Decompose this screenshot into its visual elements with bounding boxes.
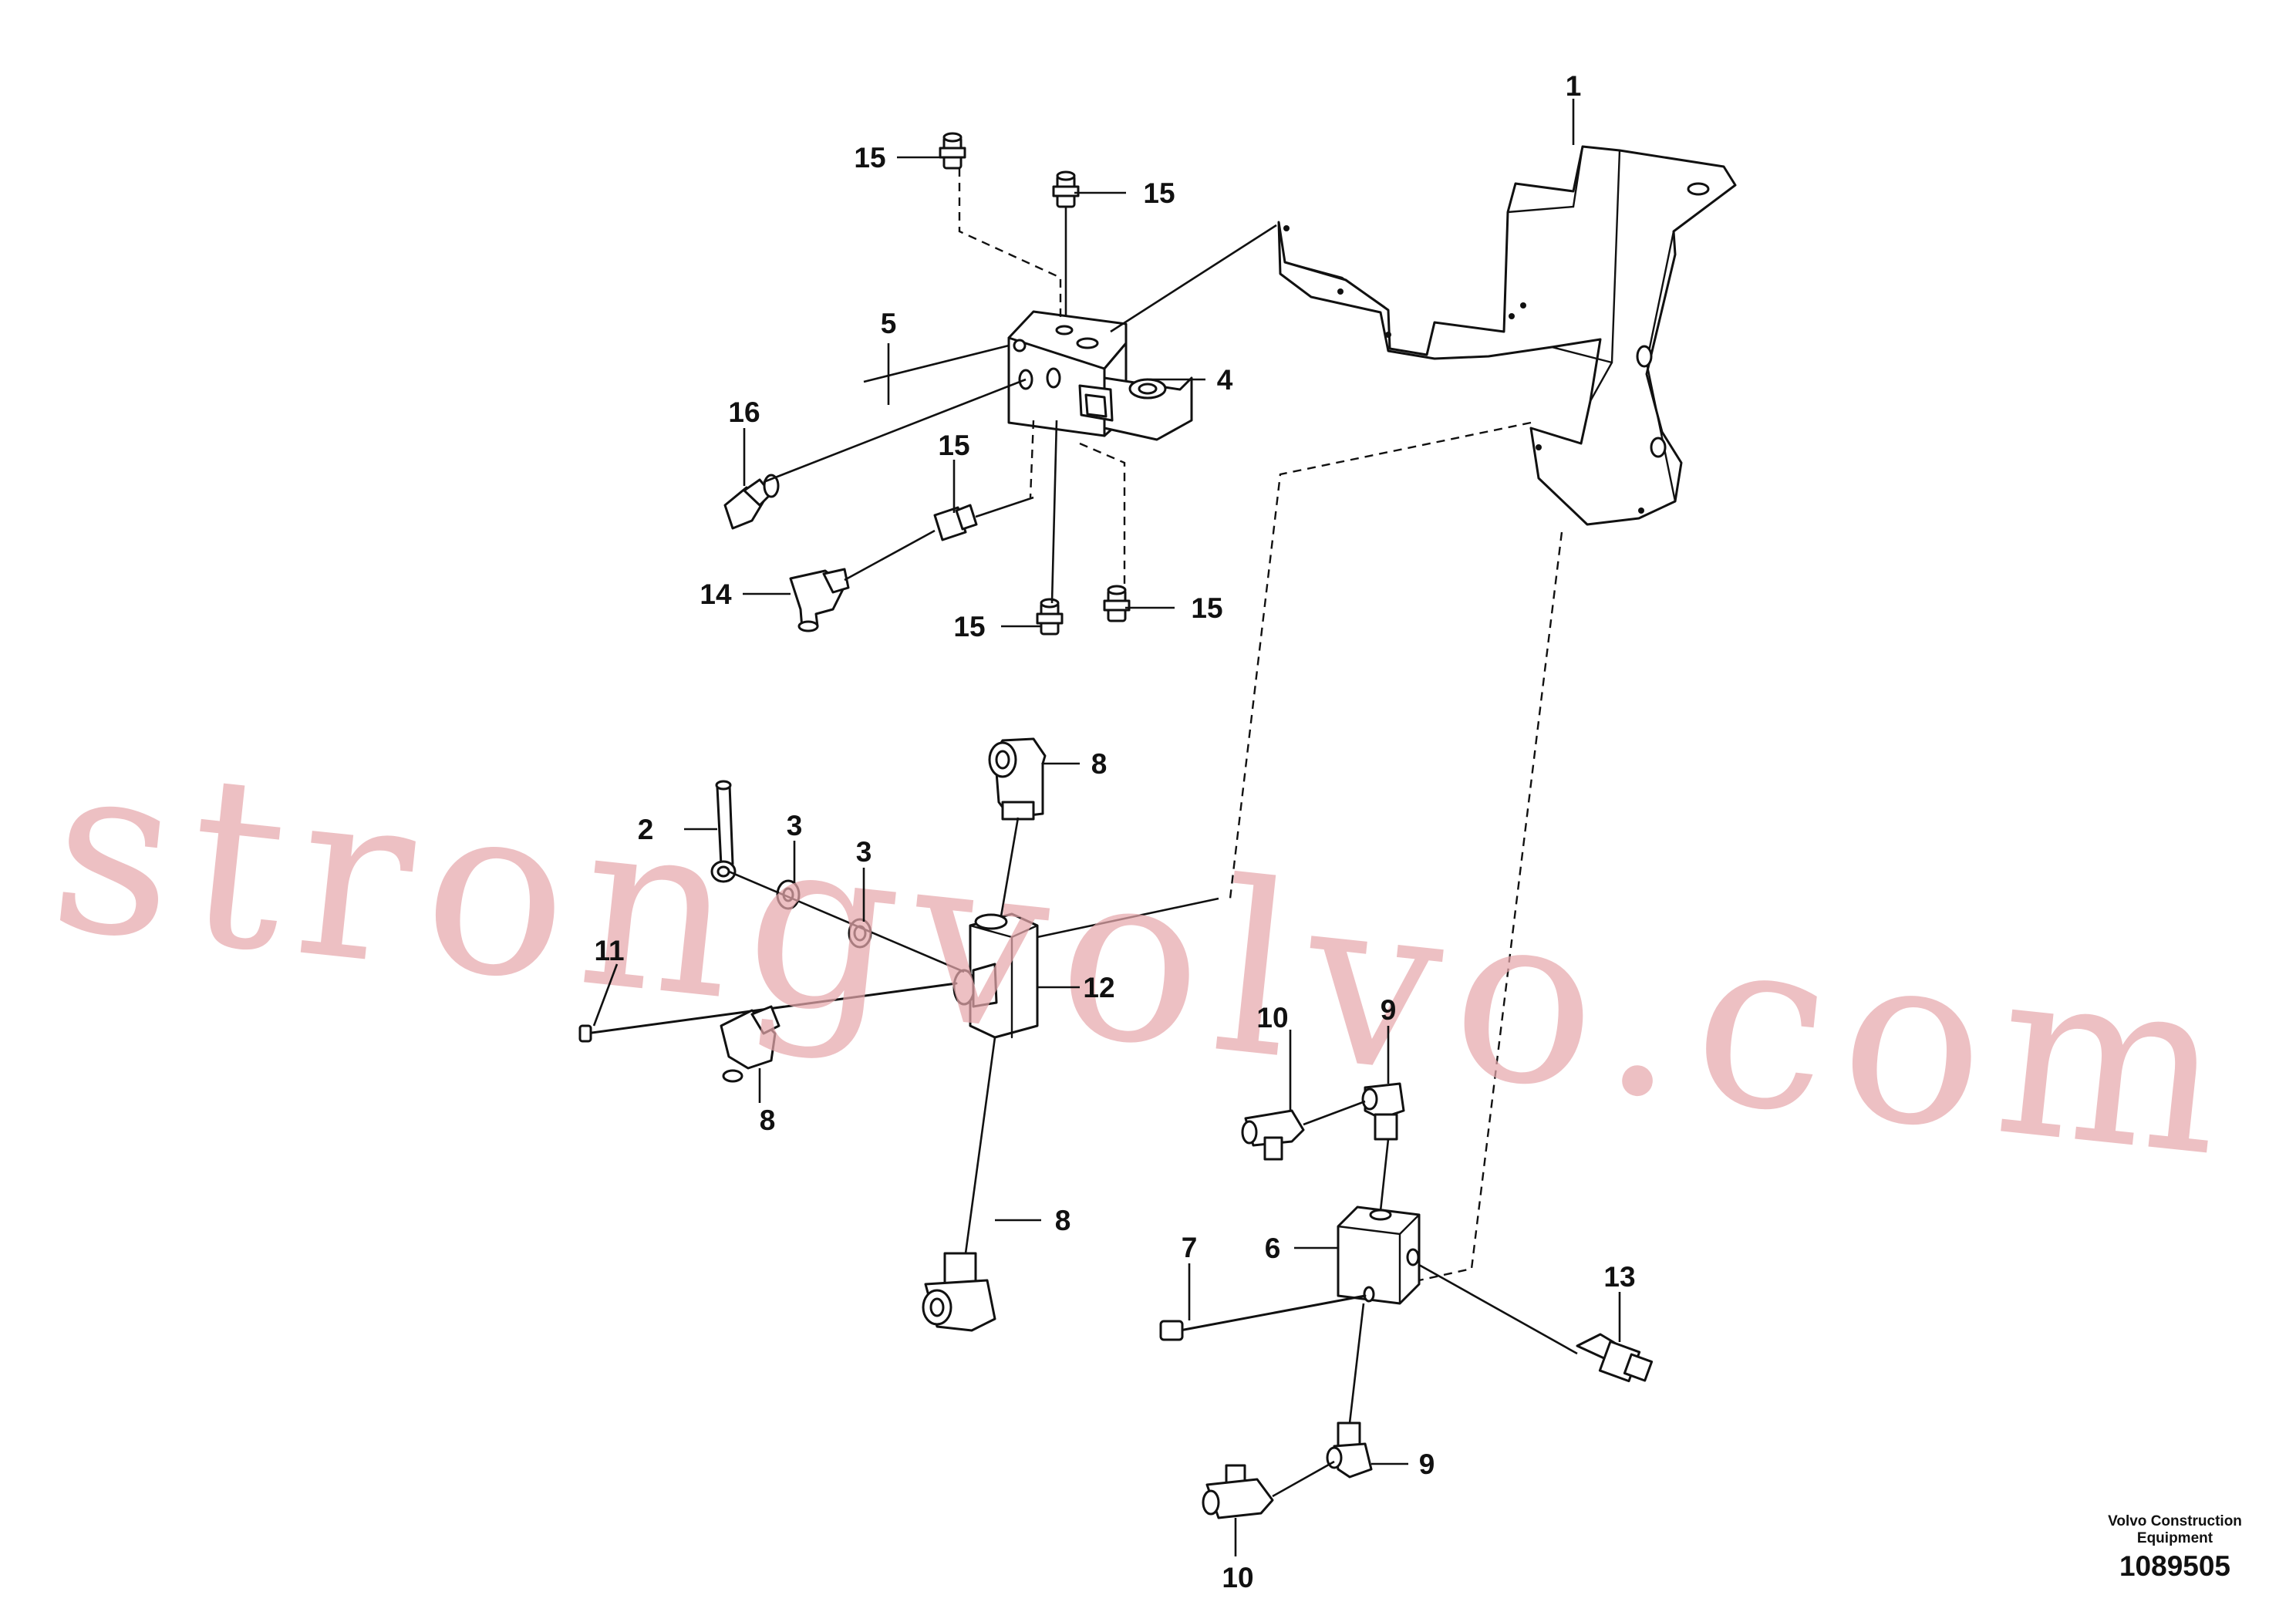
brand-line-1: Volvo Construction bbox=[2108, 1513, 2242, 1529]
adapter-fitting-middle bbox=[933, 504, 978, 541]
callout-8b: 8 bbox=[760, 1104, 776, 1136]
bracket bbox=[1277, 145, 1737, 526]
elbow-fitting-14 bbox=[789, 568, 850, 632]
connection-lines bbox=[728, 207, 1578, 1498]
callout-14: 14 bbox=[700, 578, 732, 610]
callout-5: 5 bbox=[881, 308, 897, 339]
document-number: 1089505 bbox=[2119, 1550, 2230, 1582]
callout-10b: 10 bbox=[1222, 1562, 1253, 1593]
callout-15e: 15 bbox=[1191, 592, 1222, 624]
elbow-fitting-9-lower bbox=[1326, 1421, 1373, 1479]
callout-11: 11 bbox=[594, 935, 624, 966]
tee-valve-block bbox=[952, 912, 1039, 1039]
callout-3a: 3 bbox=[787, 810, 803, 841]
elbow-fitting-8-top bbox=[988, 737, 1047, 821]
callout-15b: 15 bbox=[1143, 177, 1175, 209]
distribution-block bbox=[1337, 1206, 1421, 1305]
callout-4: 4 bbox=[1217, 364, 1233, 396]
callout-2: 2 bbox=[638, 814, 654, 845]
elbow-fitting-8-left bbox=[720, 1005, 781, 1083]
solenoid-valve bbox=[1007, 310, 1193, 441]
adapter-fitting-bottom-center bbox=[1036, 598, 1064, 636]
callout-1: 1 bbox=[1566, 70, 1582, 102]
watermark: strongvolvo.com bbox=[40, 709, 2250, 1210]
callout-3b: 3 bbox=[856, 836, 872, 868]
leader-lines bbox=[592, 99, 1621, 1556]
elbow-fitting-16 bbox=[723, 474, 780, 530]
callout-labels: 1 15 15 5 4 16 15 14 15 15 8 2 3 3 11 12… bbox=[594, 70, 1635, 1593]
callout-16: 16 bbox=[728, 396, 760, 428]
callout-12: 12 bbox=[1083, 972, 1114, 1003]
callout-10a: 10 bbox=[1256, 1002, 1288, 1034]
washer-b bbox=[848, 918, 872, 949]
callout-15a: 15 bbox=[854, 142, 885, 174]
bolt-7 bbox=[1159, 1294, 1367, 1341]
adapter-fitting-top-left bbox=[939, 132, 966, 170]
adapter-fitting-bottom-right bbox=[1103, 585, 1131, 622]
brand-line-2: Equipment bbox=[2137, 1530, 2213, 1546]
callout-8a: 8 bbox=[1091, 748, 1108, 780]
elbow-fitting-9-upper bbox=[1361, 1082, 1405, 1141]
callout-9a: 9 bbox=[1381, 994, 1397, 1026]
drawing-footer: Volvo Construction Equipment 1089505 bbox=[2108, 1513, 2242, 1582]
callout-7: 7 bbox=[1182, 1232, 1198, 1263]
alignment-lines bbox=[958, 168, 1563, 1282]
pressure-sensor bbox=[1576, 1333, 1654, 1383]
adapter-fitting-top-center bbox=[1052, 170, 1080, 208]
tee-fitting-10-upper bbox=[1241, 1109, 1305, 1161]
handle-lever bbox=[710, 780, 737, 883]
callout-15d: 15 bbox=[953, 611, 985, 642]
tee-fitting-10-lower bbox=[1202, 1464, 1274, 1519]
callout-15c: 15 bbox=[938, 430, 969, 461]
callout-9b: 9 bbox=[1419, 1448, 1435, 1480]
callout-8c: 8 bbox=[1055, 1205, 1071, 1236]
callout-6: 6 bbox=[1265, 1233, 1281, 1264]
callout-13: 13 bbox=[1603, 1261, 1635, 1293]
elbow-fitting-8-bottom bbox=[922, 1252, 996, 1332]
